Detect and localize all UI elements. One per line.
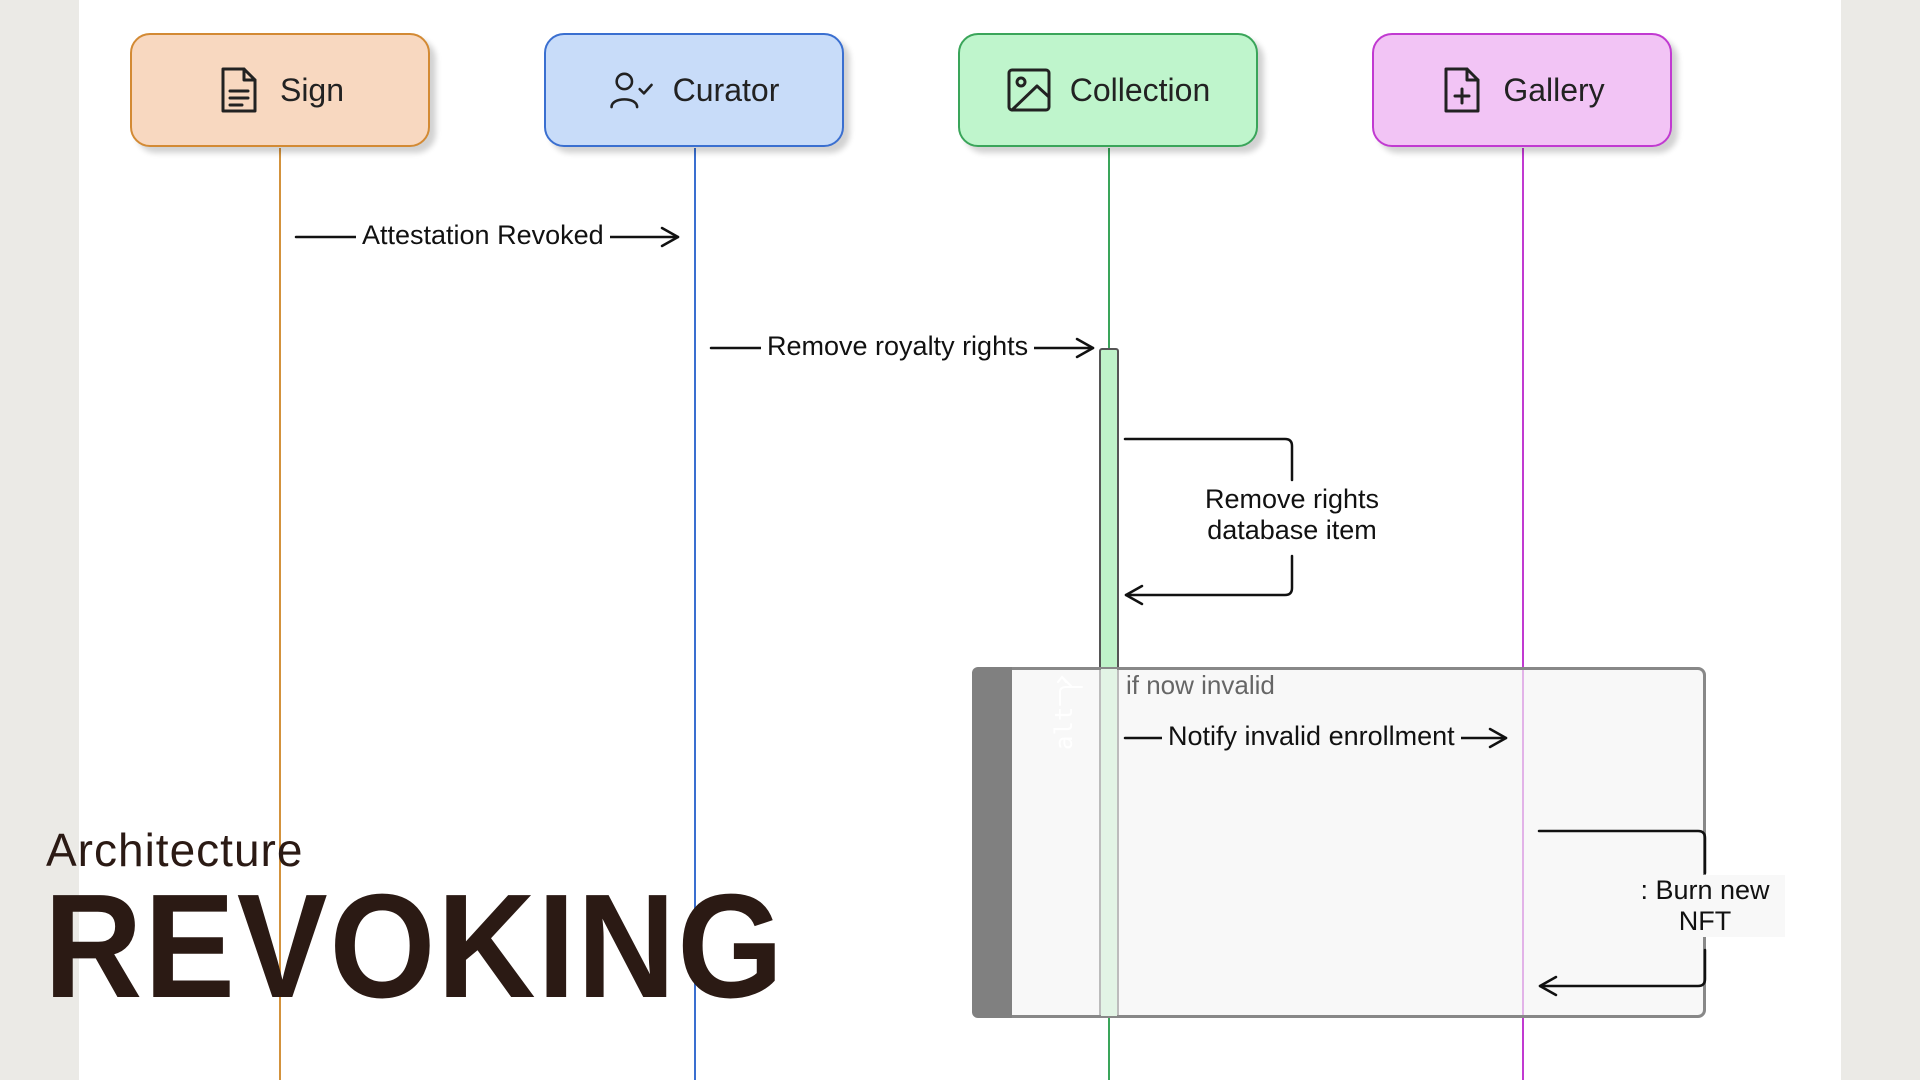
image-icon	[1006, 67, 1052, 113]
lifeline-gallery	[1522, 148, 1524, 1080]
user-check-icon	[609, 67, 655, 113]
note-burn: : Burn new NFT	[1625, 875, 1785, 937]
alt-condition: if now invalid	[1126, 670, 1275, 700]
participant-collection[interactable]: Collection	[958, 33, 1258, 147]
arrowhead-burn	[1538, 975, 1558, 997]
note-burn-line1: : Burn new	[1640, 875, 1770, 905]
document-icon	[216, 67, 262, 113]
self-arrow-remove-rights-bottom	[1124, 554, 1294, 597]
arrowhead-remove-royalty	[1075, 337, 1095, 359]
participant-gallery[interactable]: Gallery	[1372, 33, 1672, 147]
note-burn-line2: NFT	[1678, 906, 1732, 936]
arrowhead-notify-invalid	[1488, 727, 1508, 749]
slide-subtitle: Architecture	[46, 824, 304, 876]
file-plus-icon	[1439, 67, 1485, 113]
alt-frame-sidebar	[972, 667, 1012, 1018]
message-remove-royalty: Remove royalty rights	[761, 330, 1035, 362]
participant-label: Sign	[279, 71, 345, 108]
self-arrow-remove-rights-top	[1123, 437, 1294, 482]
message-notify-invalid: Notify invalid enrollment	[1162, 720, 1461, 752]
self-arrow-burn-top	[1537, 829, 1707, 875]
arrowhead-attestation-revoked	[660, 226, 680, 248]
slide-title: REVOKING	[44, 864, 786, 1029]
collection-activation-bar-lower	[1101, 669, 1117, 1016]
participant-label: Curator	[672, 71, 780, 108]
participant-label: Gallery	[1503, 71, 1605, 108]
message-attestation-revoked: Attestation Revoked	[356, 219, 610, 251]
self-arrow-burn-bottom	[1538, 948, 1707, 988]
participant-curator[interactable]: Curator	[544, 33, 844, 147]
note-remove-rights: Remove rights database item	[1192, 484, 1392, 546]
alt-branch-icon	[1057, 675, 1083, 706]
note-remove-rights-line2: database item	[1207, 515, 1377, 545]
participant-sign[interactable]: Sign	[130, 33, 430, 147]
arrowhead-remove-rights	[1124, 584, 1144, 606]
participant-label: Collection	[1069, 71, 1211, 108]
lifeline-sign	[279, 148, 281, 1080]
note-remove-rights-line1: Remove rights	[1204, 484, 1380, 514]
lifeline-curator	[694, 148, 696, 1080]
